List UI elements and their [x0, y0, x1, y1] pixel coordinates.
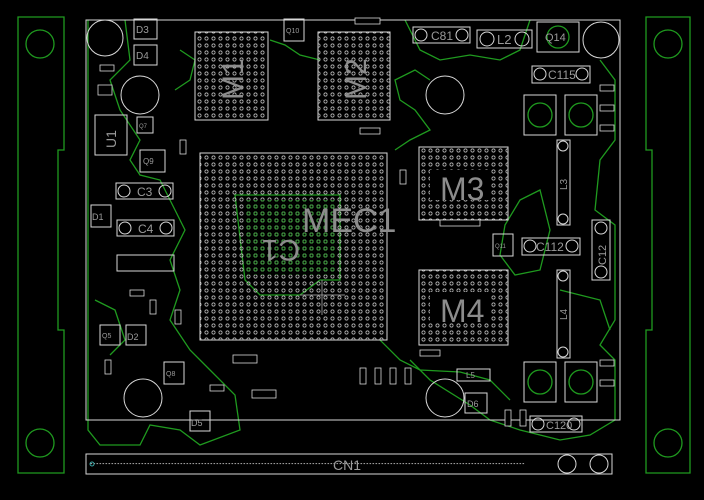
l3-label: L3 [559, 178, 570, 190]
mounting-hole [653, 29, 683, 59]
d3-label: D3 [136, 25, 149, 36]
d5-diode: D5 [189, 410, 211, 432]
q11-transistor: Q11 [492, 233, 514, 257]
cn1-connector: CN1 [85, 453, 613, 475]
capacitor [116, 254, 175, 272]
m4-label: M4 [440, 293, 484, 329]
c4-capacitor: C4 [116, 219, 175, 237]
right-rail [645, 16, 691, 474]
u1-label: U1 [103, 130, 119, 148]
c1-label: C1 [262, 233, 300, 266]
l2-label: L2 [497, 32, 511, 47]
d4-label: D4 [136, 51, 149, 62]
mec1-chip: MEC1 C1 [199, 152, 396, 341]
d5-label: D5 [191, 418, 203, 428]
m3-chip: M3 [418, 146, 509, 221]
q11-label: Q11 [495, 244, 507, 250]
c3-capacitor: C3 [115, 182, 174, 200]
c81-label: C81 [431, 29, 453, 43]
passive-components [97, 17, 615, 427]
m1-chip: M1 [194, 31, 269, 121]
trimmer-pots [523, 94, 598, 403]
d2-diode: D2 [125, 324, 147, 346]
q7-label: Q7 [139, 124, 148, 130]
q8-transistor: Q8 [163, 361, 185, 385]
c3-label: C3 [137, 185, 153, 199]
m2-chip: M2 [317, 31, 391, 121]
d2-label: D2 [127, 332, 139, 342]
q9-transistor: Q9 [139, 149, 166, 173]
cn1-label: CN1 [333, 457, 361, 473]
q5-label: Q5 [102, 333, 111, 340]
l4-inductor: L4 [556, 269, 571, 359]
l2-inductor: L2 [476, 29, 533, 49]
c81-capacitor: C81 [412, 26, 471, 44]
mounting-hole [25, 29, 55, 59]
m2-label: M2 [340, 58, 373, 100]
q8-label: Q8 [166, 371, 175, 378]
mounting-hole [653, 428, 683, 458]
c112-label: C112 [536, 240, 564, 254]
c4-label: C4 [138, 222, 154, 236]
q7-transistor: Q7 [136, 116, 154, 134]
c112-capacitor: C112 [521, 237, 581, 256]
c115-label: C115 [548, 68, 576, 82]
q5-transistor: Q5 [99, 324, 121, 346]
left-rail [17, 16, 65, 474]
board-outline [85, 19, 621, 421]
q10-component: Q10 [283, 18, 305, 42]
m3-label: M3 [440, 171, 484, 207]
d1-diode: D1 [90, 204, 112, 228]
c120-capacitor: C120 [529, 415, 583, 433]
q9-label: Q9 [143, 157, 154, 166]
q14-label: Q14 [545, 32, 566, 44]
m1-label: M1 [217, 58, 250, 100]
l5-inductor: L5 [456, 368, 491, 382]
c12-label: C12 [597, 245, 609, 265]
mounting-hole [25, 428, 55, 458]
c115-capacitor: C115 [531, 65, 591, 84]
q10-label: Q10 [286, 28, 299, 35]
d6-diode: D6 [464, 392, 488, 414]
c12-capacitor: C12 [591, 219, 611, 281]
mec1-label: MEC1 [302, 202, 396, 240]
l3-inductor: L3 [556, 139, 571, 226]
d1-label: D1 [92, 212, 104, 222]
mounting-holes [86, 19, 620, 418]
d3-diode: D3 [133, 18, 158, 40]
l5-label: L5 [466, 371, 475, 380]
c120-label: C120 [546, 420, 572, 432]
l4-label: L4 [559, 308, 570, 320]
u1-chip: U1 [94, 114, 128, 156]
q14-transistor: Q14 [536, 21, 580, 53]
m4-chip: M4 [418, 269, 509, 346]
d4-diode: D4 [133, 44, 158, 66]
d6-label: D6 [467, 399, 479, 409]
